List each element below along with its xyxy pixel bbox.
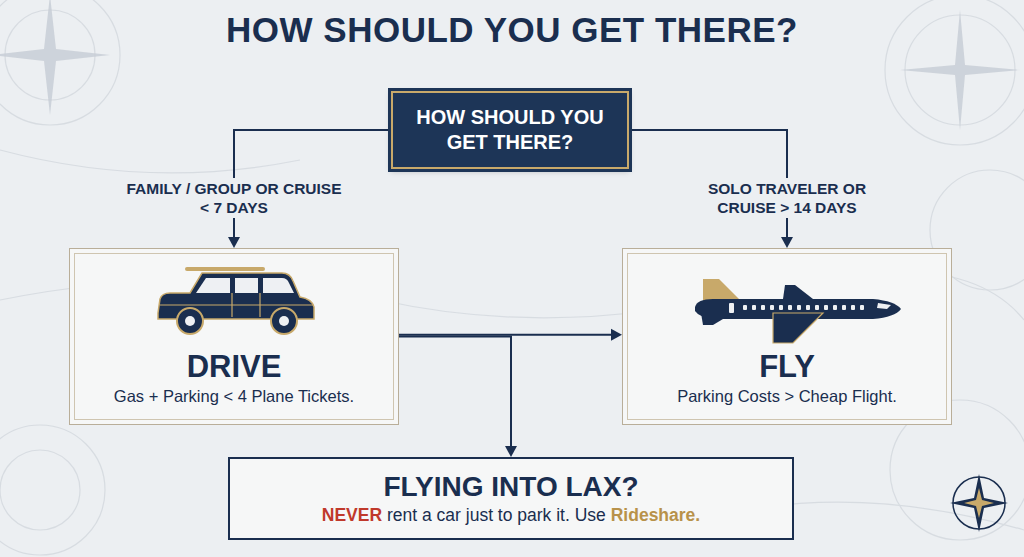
arrowhead — [781, 237, 793, 248]
arrowhead — [505, 446, 517, 457]
text-line: NEVERrent a car just to park it. UseRide… — [322, 503, 700, 527]
node-body: Parking Costs > Cheap Flight. — [677, 385, 897, 407]
car-illustration — [150, 263, 320, 347]
option-box: DRIVEGas + Parking < 4 Plane Tickets. — [69, 248, 399, 425]
connector-line — [399, 337, 511, 449]
plane-illustration — [673, 267, 903, 347]
node-heading: FLYING INTO LAX? — [383, 470, 638, 503]
connector — [399, 337, 517, 458]
connector-line — [399, 334, 613, 336]
tip-box: FLYING INTO LAX?NEVERrent a car just to … — [228, 457, 794, 540]
option-box: FLYParking Costs > Cheap Flight. — [622, 248, 952, 425]
arrowhead — [611, 329, 622, 341]
car-illustration — [150, 263, 320, 343]
node-heading: HOW SHOULD YOU GET THERE? — [410, 105, 610, 155]
branch-label: FAMILY / GROUP OR CRUISE < 7 DAYS — [118, 178, 350, 218]
arrowhead — [228, 237, 240, 248]
node-heading: FLY — [759, 349, 815, 385]
plane-illustration — [673, 267, 903, 351]
node-body: Rideshare. — [611, 503, 700, 527]
decision-box: HOW SHOULD YOU GET THERE? — [391, 91, 629, 169]
title: HOW SHOULD YOU GET THERE? — [0, 10, 1024, 50]
branch-label: SOLO TRAVELER OR CRUISE > 14 DAYS — [671, 178, 903, 218]
node-heading: DRIVE — [187, 349, 282, 385]
node-body: rent a car just to park it. Use — [387, 503, 606, 527]
node-body: NEVER — [322, 503, 382, 527]
node-body: Gas + Parking < 4 Plane Tickets. — [114, 385, 354, 407]
